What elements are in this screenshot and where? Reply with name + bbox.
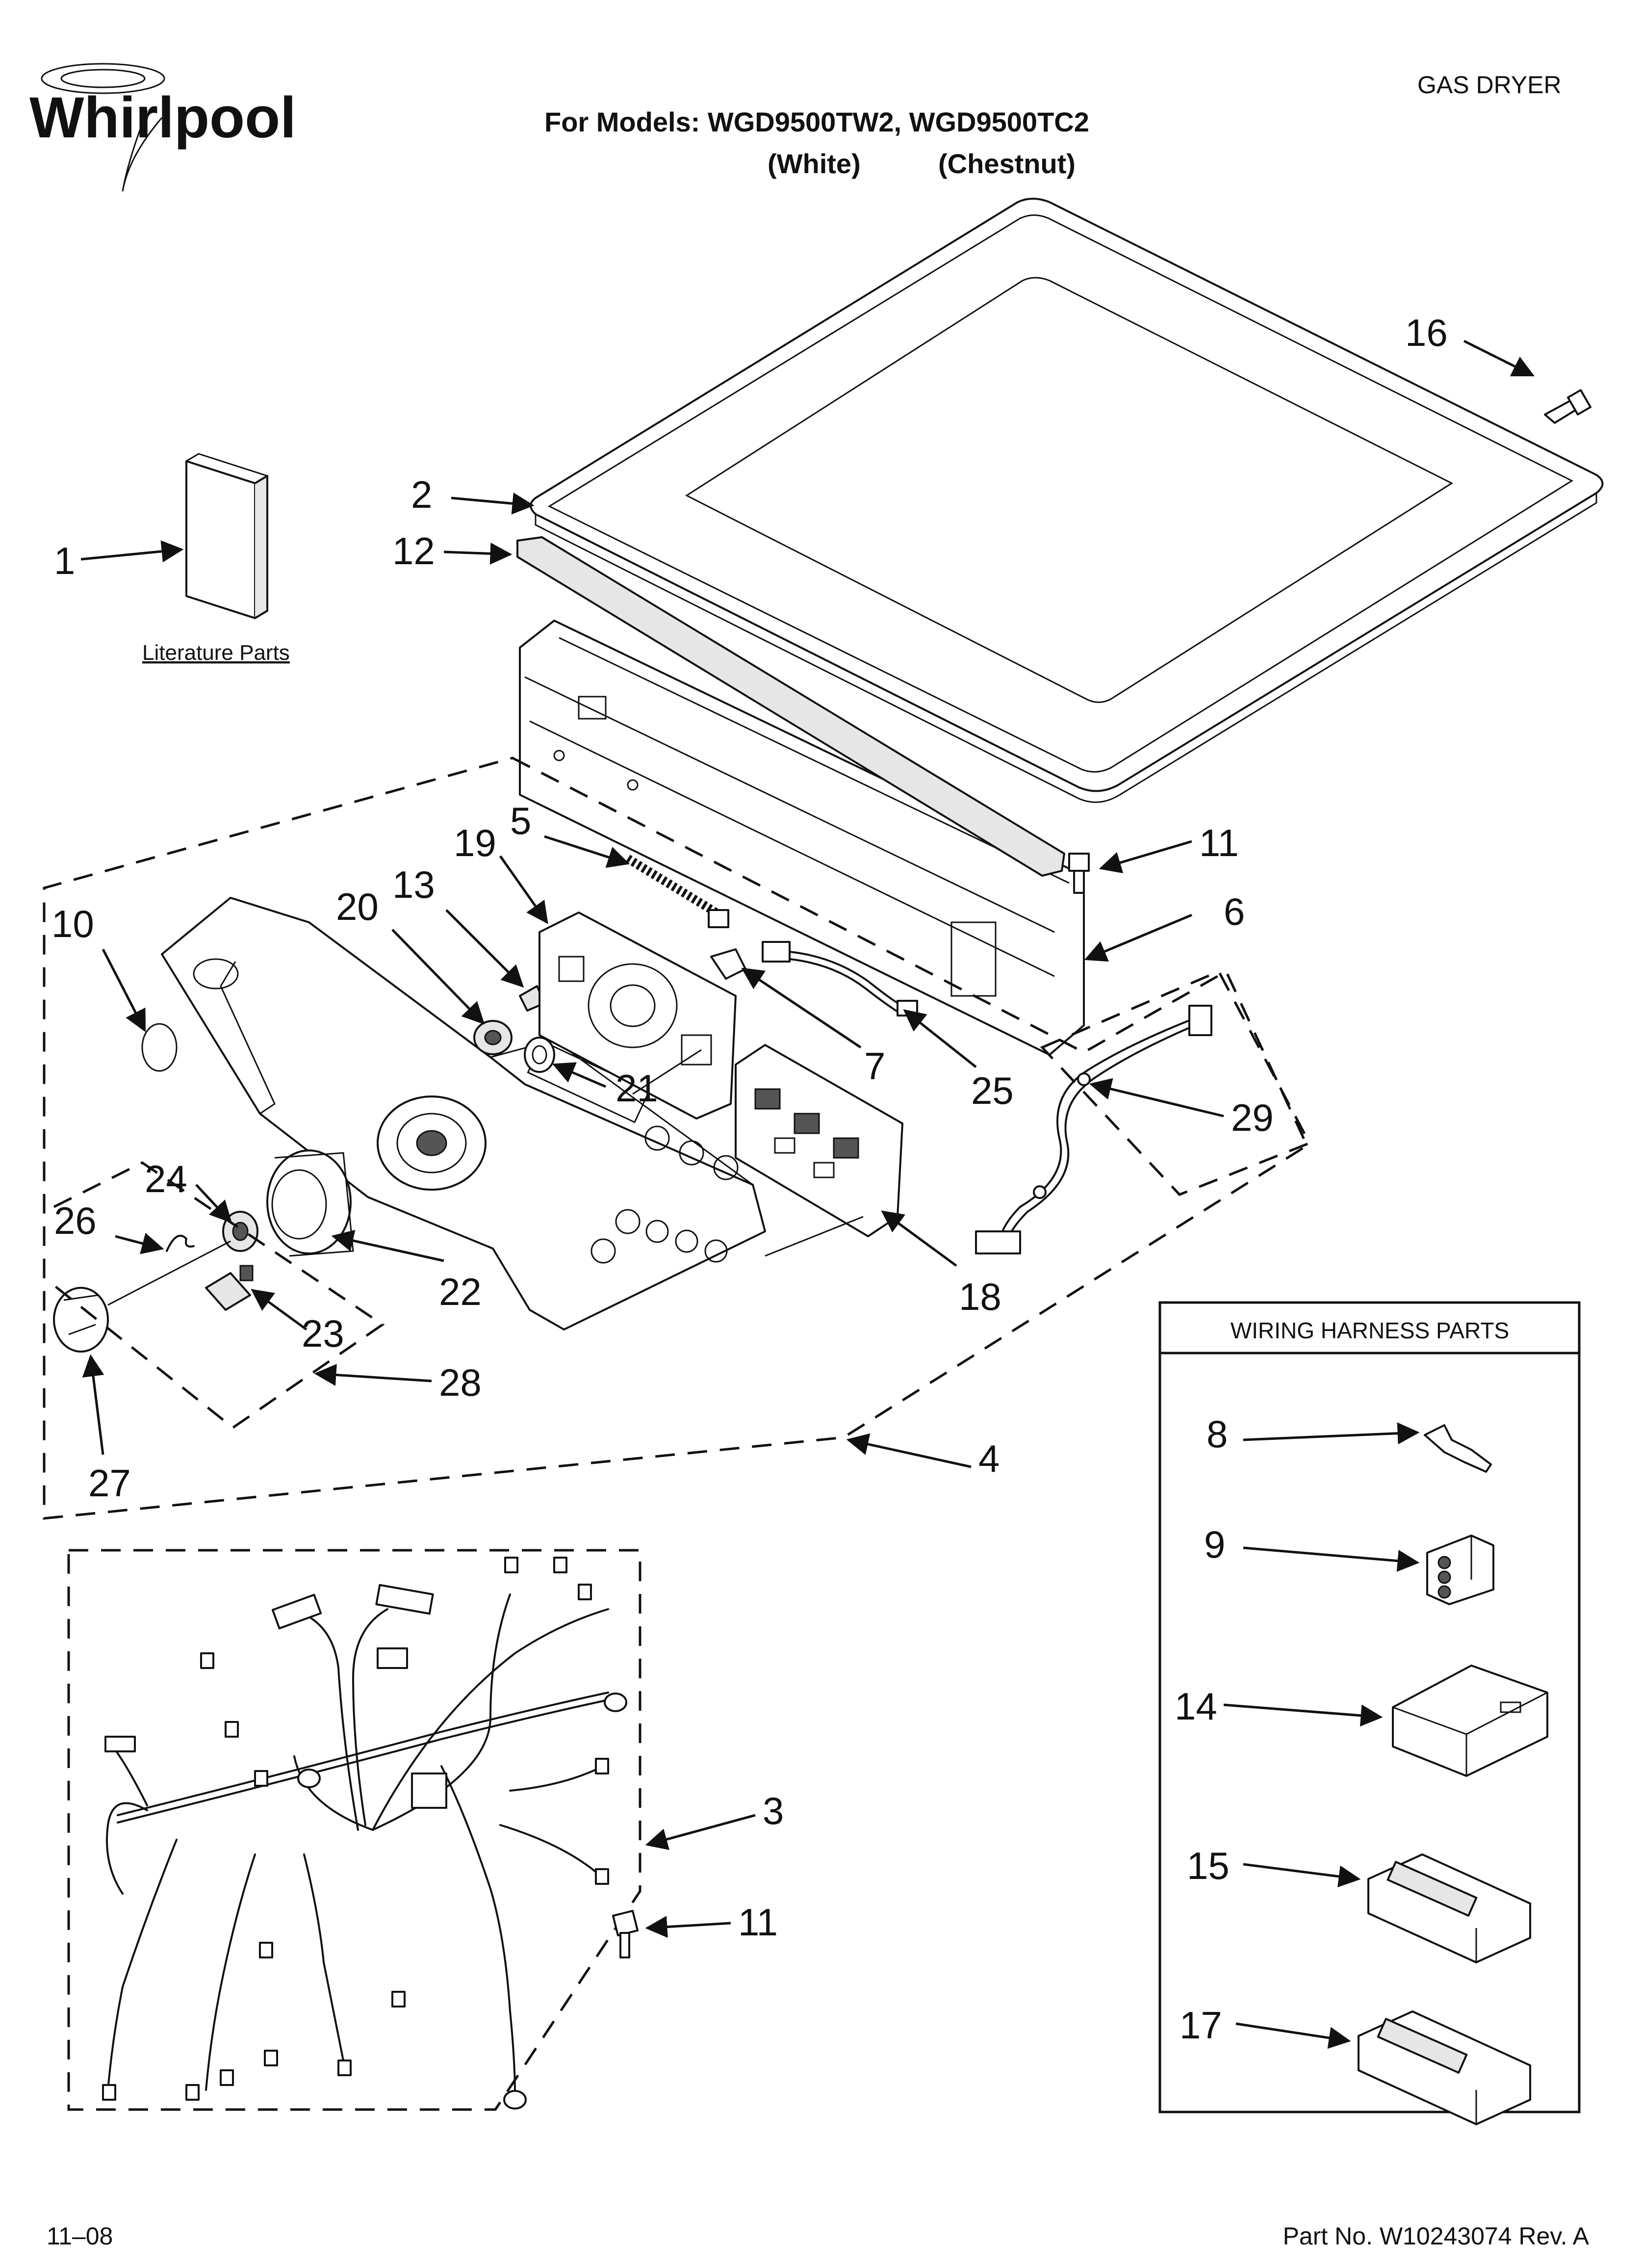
callout-15: 15 [1187,1844,1230,1887]
literature-parts-label: Literature Parts [142,641,290,665]
o-ring-10 [141,1023,178,1072]
spring-26-icon [166,1234,195,1252]
connector-14-icon [1392,1665,1548,1777]
callout-24: 24 [145,1157,187,1200]
callout-4: 4 [978,1437,1000,1480]
knob-subgroup-outline [53,1161,385,1430]
leader-lines [80,339,1535,2049]
callout-3: 3 [763,1789,784,1832]
callout-26: 26 [54,1199,97,1242]
callout-23: 23 [302,1312,344,1355]
callouts: 1 2 3 4 5 6 7 8 9 10 11 11 12 13 14 15 1… [51,311,1448,2047]
callout-13: 13 [392,863,435,906]
callout-20: 20 [336,885,379,928]
harness-29 [975,1005,1212,1254]
wiring-harness-parts-box [1158,1301,1581,2113]
gear-22 [266,1149,354,1257]
callout-28: 28 [439,1361,482,1404]
callout-21: 21 [616,1067,658,1110]
callout-16: 16 [1405,311,1448,354]
bracket-7 [710,948,746,980]
knob-27 [53,1240,231,1353]
callout-11-lower: 11 [738,1901,778,1944]
brand-logo-text: Whirlpool [29,85,296,150]
gear-20 [473,1020,513,1055]
control-board-19 [539,912,737,1120]
main-harness-outline [67,1549,641,2111]
cable-tie-5 [625,855,729,928]
callout-22: 22 [439,1270,482,1313]
callout-2: 2 [411,473,432,516]
connector-15-icon [1367,1853,1531,1964]
screw-11-lower-icon [612,1910,639,1958]
screw-16-icon [1544,389,1591,424]
connector-17-icon [1358,2010,1531,2126]
connector-9-icon [1426,1535,1494,1605]
whirlpool-logo: Whirlpool [29,63,296,192]
callout-27: 27 [88,1461,131,1505]
date-code: 11–08 [47,2222,113,2250]
callout-1: 1 [54,539,75,582]
terminal-8-icon [1424,1424,1492,1473]
literature-book-icon [185,453,268,619]
callout-25: 25 [971,1069,1014,1112]
callout-10: 10 [51,902,94,945]
model-color-chestnut: (Chestnut) [938,148,1076,179]
models-line: For Models: WGD9500TW2, WGD9500TC2 [544,106,1089,137]
harness-29-outline [1040,969,1311,1196]
callout-8: 8 [1206,1412,1228,1456]
main-harness-3 [102,1557,627,2110]
callout-18: 18 [959,1275,1001,1318]
callout-29: 29 [1231,1096,1274,1139]
callout-19: 19 [454,821,496,864]
model-color-white: (White) [768,148,861,179]
callout-9: 9 [1204,1523,1225,1566]
console-group-outline [43,756,1309,1520]
appliance-type: GAS DRYER [1417,71,1562,99]
top-panel [530,198,1604,803]
ring-21 [524,1037,555,1073]
switch-23 [205,1265,254,1311]
callout-14: 14 [1175,1685,1217,1728]
callout-11-upper: 11 [1199,821,1239,864]
callout-17: 17 [1180,2004,1222,2047]
callout-6: 6 [1224,890,1245,933]
selector-hub [377,1095,487,1191]
part-number: Part No. W10243074 Rev. A [1283,2222,1590,2250]
callout-7: 7 [864,1044,885,1088]
callout-12: 12 [392,529,435,573]
screw-11-upper-icon [1068,853,1090,894]
callout-5: 5 [510,799,531,842]
console-back-panel [519,620,1085,1056]
wiring-box-title: WIRING HARNESS PARTS [1231,1318,1509,1343]
trim-strip [516,536,1065,877]
